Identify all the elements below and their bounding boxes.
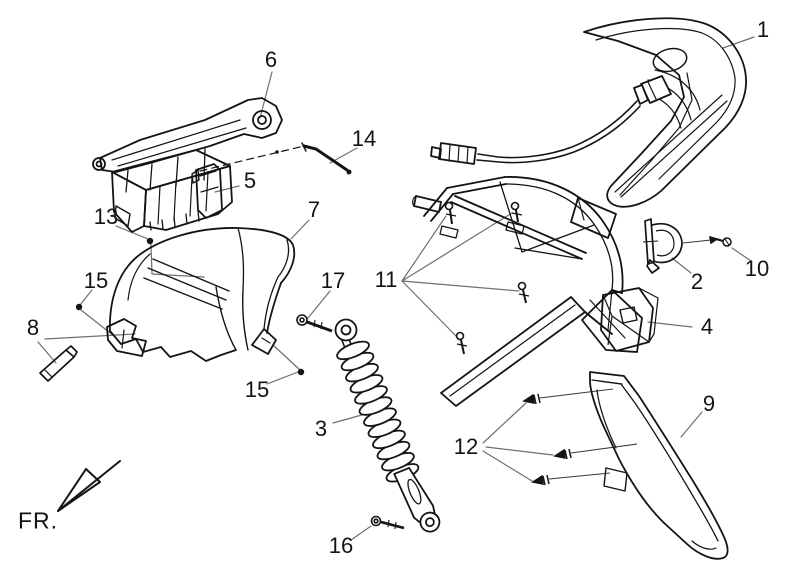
callout-2: 2	[690, 269, 704, 294]
tail-light-assembly	[430, 17, 747, 208]
bracket-4	[600, 287, 659, 352]
callout-3: 3	[314, 416, 328, 441]
bolt-8	[39, 345, 78, 382]
callout-8: 8	[26, 315, 40, 340]
callout-16: 16	[328, 533, 354, 558]
carrier-frame	[412, 176, 643, 407]
callout-10: 10	[744, 256, 770, 281]
callout-6: 6	[264, 47, 278, 72]
callout-5: 5	[243, 168, 257, 193]
bolt-17	[296, 314, 333, 333]
bolt-16	[370, 515, 405, 530]
callout-17: 17	[320, 268, 346, 293]
callout-13: 13	[93, 204, 119, 229]
callout-11: 11	[374, 267, 398, 292]
callout-1: 1	[756, 17, 770, 42]
frame-screws-11	[444, 201, 530, 355]
screw-dots	[75, 237, 305, 376]
callout-14: 14	[351, 126, 377, 151]
mud-flap-9	[589, 371, 729, 560]
callout-12: 12	[453, 434, 479, 459]
callout-4: 4	[700, 314, 714, 339]
bracket-assembly-5-6	[92, 97, 283, 233]
license-lamp	[642, 218, 712, 274]
flap-screws-12	[522, 388, 638, 486]
cable-14	[199, 142, 352, 175]
rear-fender-7	[106, 227, 296, 362]
callout-7: 7	[307, 197, 321, 222]
leader-lines	[37, 36, 755, 541]
callout-15-right: 15	[244, 377, 270, 402]
shock-absorber-3	[334, 318, 441, 533]
fr-direction-label: FR.	[18, 507, 59, 534]
screw-10	[709, 235, 732, 247]
fr-direction-arrow	[57, 460, 121, 512]
callout-15-left: 15	[83, 268, 109, 293]
callout-9: 9	[702, 391, 716, 416]
